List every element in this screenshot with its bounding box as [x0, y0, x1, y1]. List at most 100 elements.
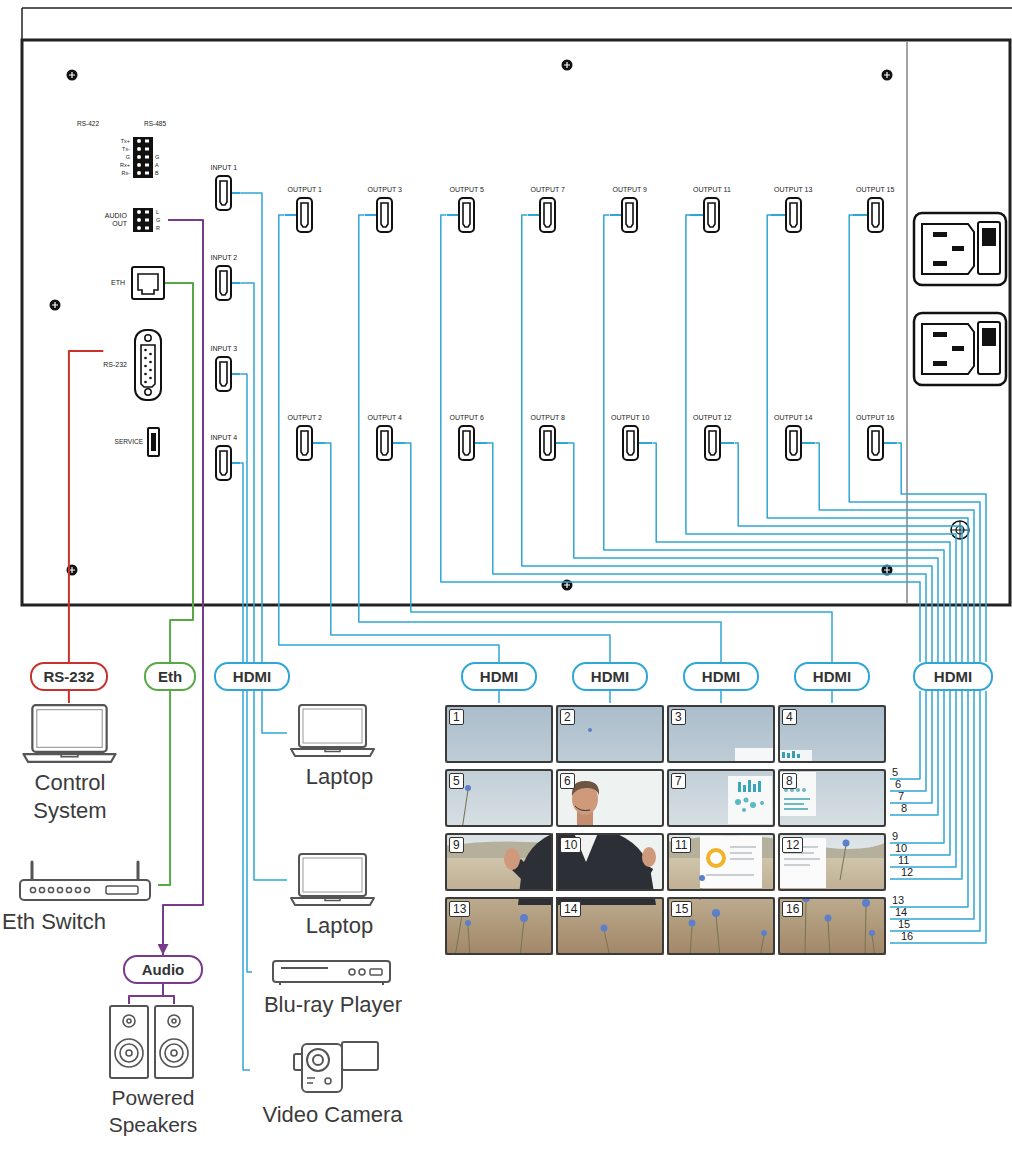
cable-stub — [639, 442, 653, 444]
hdmi-cable — [568, 443, 938, 662]
video-wall-picture — [504, 848, 520, 870]
screw — [884, 72, 890, 78]
serial-cable — [68, 691, 70, 703]
screen-number: 3 — [671, 709, 686, 725]
hdmi-input-port: INPUT 2 — [208, 254, 241, 301]
speaker-icon — [127, 1019, 131, 1023]
cable-stub — [528, 214, 540, 216]
hdmi-port — [704, 425, 721, 461]
hdmi-port — [709, 431, 716, 455]
cable-tag: HDMI — [683, 662, 759, 691]
hdmi-port — [868, 198, 883, 232]
display-screen: 8 — [778, 769, 886, 827]
hdmi-port — [621, 197, 638, 233]
switch-icon — [20, 880, 150, 900]
hdmi-cable — [686, 215, 956, 662]
video-wall-picture — [699, 875, 705, 881]
db9-port — [149, 353, 152, 356]
hdmi-port — [216, 176, 231, 210]
hdmi-port — [785, 425, 802, 461]
camera-icon — [313, 1055, 323, 1065]
audio-cable — [163, 220, 203, 955]
speaker-icon — [165, 1044, 183, 1062]
db9-port — [141, 345, 155, 387]
switch-icon — [30, 887, 35, 892]
hdmi-port — [544, 203, 551, 227]
video-wall-picture — [780, 750, 812, 762]
db9-port — [145, 335, 151, 341]
laptop-icon — [290, 703, 375, 758]
hdmi-port — [785, 425, 802, 461]
panel-frame — [22, 40, 1010, 605]
ethernet-port — [131, 266, 165, 300]
hdmi-cable — [734, 443, 962, 662]
pin-label: R — [156, 225, 160, 231]
speaker-icon — [171, 1050, 177, 1056]
port-label-group: AUDIO OUT — [97, 212, 127, 229]
cable-stub — [447, 214, 459, 216]
laptop-icon — [37, 710, 102, 748]
hdmi-cable — [886, 691, 962, 879]
output-number: 11 — [898, 854, 909, 866]
hdmi-port — [539, 425, 556, 461]
switch-icon — [106, 886, 138, 894]
output-number: 12 — [901, 866, 913, 878]
screw — [951, 521, 969, 539]
screw — [562, 60, 573, 71]
cable-tag-text: HDMI — [927, 668, 979, 685]
display-screen: 2 — [556, 705, 664, 763]
pin-label: A — [155, 162, 159, 168]
screen-number: 15 — [671, 901, 692, 917]
terminal-block — [145, 164, 149, 167]
video-wall-picture — [642, 847, 656, 867]
output-number: 15 — [898, 918, 910, 930]
speaker-icon — [98, 1004, 208, 1080]
video-wall-picture — [748, 780, 751, 792]
port-label: ETH — [111, 279, 125, 288]
screen-number: 16 — [782, 901, 803, 917]
power-inlet — [922, 224, 974, 274]
hdmi-port — [220, 451, 227, 475]
output-number: 13 — [892, 894, 904, 906]
terminal-block — [133, 208, 153, 232]
bluray-icon — [273, 961, 390, 982]
cable-tag-text: HDMI — [228, 668, 276, 685]
display-screen: 15 — [667, 897, 775, 955]
hdmi-output-port: OUTPUT 7 — [528, 186, 569, 233]
hdmi-cable — [359, 215, 721, 662]
hdmi-output-port: OUTPUT 4 — [365, 414, 406, 461]
panel-frame — [22, 7, 1012, 9]
display-screen: 14 — [556, 897, 664, 955]
laptop-icon — [22, 703, 117, 764]
db9-port — [144, 381, 147, 384]
video-wall-picture — [744, 798, 749, 803]
video-wall-picture — [518, 828, 656, 905]
device-caption: Powered Speakers — [98, 1085, 208, 1139]
hdmi-input-port: INPUT 1 — [208, 164, 241, 211]
camera-icon — [307, 1049, 329, 1071]
powered-speakers: Powered Speakers — [98, 1004, 208, 1139]
hdmi-port — [621, 197, 638, 233]
hdmi-output-port: OUTPUT 5 — [447, 186, 488, 233]
ethernet-cable — [165, 283, 193, 662]
camera-icon — [294, 1042, 378, 1092]
video-wall-picture — [869, 930, 875, 936]
terminal-block — [133, 137, 153, 178]
laptop-icon — [291, 749, 374, 756]
hdmi-port — [622, 425, 639, 461]
hdmi-port — [458, 425, 475, 461]
service-port — [148, 428, 159, 456]
hdmi-port — [786, 198, 801, 232]
hdmi-port — [622, 425, 639, 461]
laptop-icon — [23, 754, 115, 762]
pin-label: Rx+ — [120, 162, 130, 168]
power-inlet — [914, 213, 1006, 285]
display-screen: 11 — [667, 833, 775, 891]
hdmi-port — [785, 197, 802, 233]
cable-tag-text: HDMI — [586, 668, 634, 685]
cable-stub — [721, 442, 735, 444]
cable-tag-text: Audio — [137, 961, 189, 978]
hdmi-port — [623, 426, 638, 460]
port-label: OUTPUT 4 — [368, 414, 403, 422]
display-screen: 6 — [556, 769, 664, 827]
